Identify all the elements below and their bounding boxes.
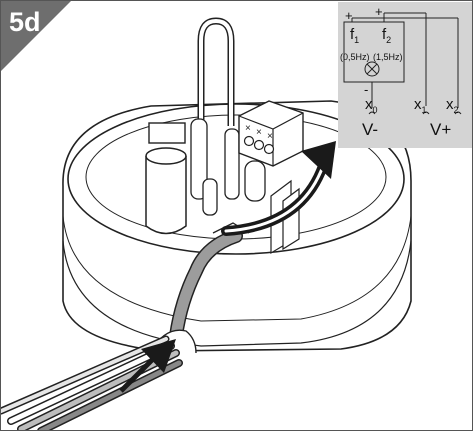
- terminal-screw-3: [263, 143, 275, 155]
- insert-arrow-icon: [119, 339, 176, 393]
- terminal-x0-hook: [368, 111, 376, 115]
- wire-loop-inner: [199, 18, 233, 126]
- svg-text:×: ×: [245, 123, 251, 134]
- svg-text:×: ×: [256, 127, 262, 138]
- terminal-x0-label: x0: [365, 96, 378, 115]
- housing-rim-lower: [62, 240, 412, 347]
- curved-arrow-head: [301, 141, 336, 179]
- terminal-x1-hook: [422, 111, 430, 115]
- wire-bundle: [1, 335, 183, 430]
- plus-left: +: [345, 8, 353, 23]
- terminal-f2: f2: [382, 26, 392, 45]
- cable: [170, 230, 242, 342]
- minus-sign: -: [364, 82, 369, 97]
- svg-text:×: ×: [267, 131, 273, 142]
- schematic-box: [343, 21, 405, 83]
- terminal-f1: f1: [350, 26, 360, 45]
- plus-right: +: [375, 4, 383, 19]
- capacitor-top: [145, 147, 187, 165]
- step-label: 5d: [9, 7, 41, 37]
- terminal-x2-label: x2: [446, 96, 459, 115]
- housing-rim-mid: [62, 215, 412, 322]
- freq-label-1: (0,5Hz): [340, 52, 370, 62]
- lamp-cross-icon: [364, 61, 380, 77]
- terminal-screw-2: [253, 139, 265, 151]
- wiring-schematic: + + f1 f2 (0,5Hz) (1,5Hz) - x0 x1 x2 V- …: [338, 2, 472, 148]
- post-1: [190, 118, 208, 200]
- component-small: [202, 178, 218, 216]
- capacitor: [145, 156, 187, 235]
- terminal-screw-1: [243, 135, 255, 147]
- post-2: [224, 128, 240, 200]
- component-block: [148, 122, 186, 144]
- freq-label-2: (1,5Hz): [373, 52, 403, 62]
- step-badge: [1, 1, 71, 71]
- terminal-x1-label: x1: [414, 96, 427, 115]
- voltage-negative-label: V-: [362, 120, 379, 139]
- component-cylinder: [244, 160, 266, 202]
- terminal-x2-hook: [454, 111, 462, 115]
- voltage-positive-label: V+: [430, 120, 452, 139]
